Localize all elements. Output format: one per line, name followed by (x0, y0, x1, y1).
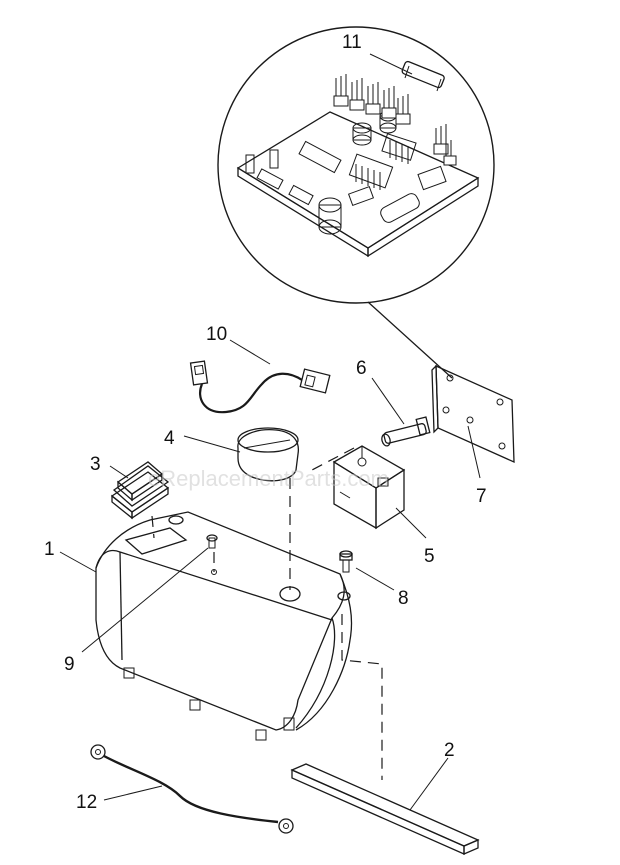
callout-11: 11 (342, 32, 362, 53)
callout-2: 2 (444, 740, 455, 761)
switch-block (311, 445, 427, 539)
callout-10: 10 (206, 324, 227, 345)
circuit-board-detail (217, 26, 495, 379)
callout-12: 12 (76, 792, 97, 813)
callout-6: 6 (356, 358, 367, 379)
ground-strap (90, 744, 294, 834)
fuse-holder (371, 377, 431, 447)
insulator-pad (109, 461, 170, 520)
callout-8: 8 (398, 588, 409, 609)
control-knob (183, 427, 300, 482)
callout-3: 3 (90, 454, 101, 475)
mounting-plate (431, 364, 515, 479)
callout-4: 4 (164, 428, 175, 449)
bolt-8 (339, 550, 395, 591)
enclosure (59, 511, 353, 741)
screw-9 (81, 534, 218, 653)
callout-5: 5 (424, 546, 435, 567)
callout-7: 7 (476, 486, 487, 507)
base-strip (290, 757, 480, 855)
callout-9: 9 (64, 654, 75, 675)
wire-harness (189, 339, 331, 414)
watermark-text: eReplacementParts.com (148, 466, 389, 491)
callout-1: 1 (44, 539, 55, 560)
